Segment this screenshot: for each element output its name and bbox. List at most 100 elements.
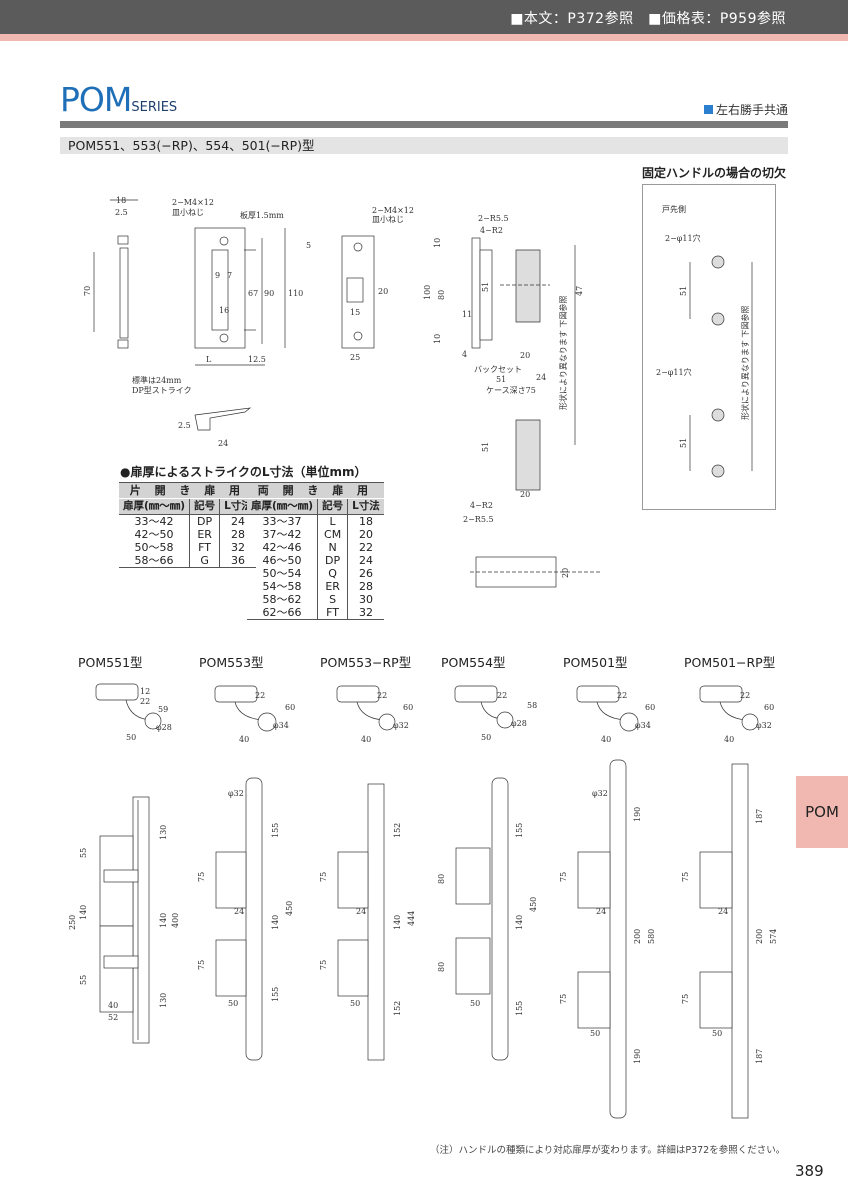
label-case-depth: ケース深さ75 bbox=[486, 386, 536, 395]
label-backset: バックセット bbox=[474, 365, 522, 374]
cell: 58〜62 bbox=[262, 593, 302, 606]
cell: 46〜50 bbox=[262, 554, 302, 567]
label-shape-note: 形状により異なります 下図参照 bbox=[558, 296, 568, 410]
page-references: ■本文：P372参照 ■価格表：P959参照 bbox=[510, 11, 786, 27]
model-label-501rp: POM501−RP型 bbox=[684, 655, 776, 670]
dim-553rp-75a: 75 bbox=[319, 872, 328, 882]
dim-501-190a: 190 bbox=[633, 807, 642, 822]
footnote: （注）ハンドルの種類により対応扉厚が変わります。詳細はP372を参照ください。 bbox=[430, 1145, 786, 1156]
dim-51b: 51 bbox=[496, 375, 506, 384]
cell: 32 bbox=[347, 606, 384, 620]
dim-551-130a: 130 bbox=[159, 825, 168, 840]
dim-501-50: 50 bbox=[590, 1029, 600, 1038]
model-label-553rp: POM553−RP型 bbox=[320, 655, 412, 670]
dim-501-580: 580 bbox=[647, 929, 656, 944]
dim-501rp-60: 60 bbox=[764, 703, 774, 712]
dim-10b: 10 bbox=[433, 334, 442, 344]
dim-551-250: 250 bbox=[68, 915, 77, 930]
dim-51-cut2: 51 bbox=[679, 438, 688, 448]
dim-9: 9 bbox=[215, 271, 220, 280]
dim-553-50: 50 bbox=[228, 999, 238, 1008]
handle-551: 55 250 140 55 40 52 130 140 400 130 bbox=[68, 796, 180, 1044]
col-thickness: 扉厚(㎜〜㎜) bbox=[119, 498, 190, 515]
dim-554-80b: 80 bbox=[437, 962, 446, 972]
dim-18: 18 bbox=[116, 196, 126, 205]
strike-table-title: ●扉厚によるストライクのL寸法（単位mm） bbox=[120, 465, 367, 479]
dim-501-60: 60 bbox=[645, 703, 655, 712]
dim-553-dia: φ34 bbox=[273, 721, 289, 730]
label-hole1: 2−φ11穴 bbox=[665, 233, 701, 243]
series-title: POMSERIES bbox=[60, 80, 177, 119]
series-title-sub: SERIES bbox=[131, 100, 178, 115]
dim-2-5b: 2.5 bbox=[178, 421, 191, 430]
cell: 33〜42 bbox=[134, 515, 174, 528]
cell: S bbox=[317, 593, 348, 606]
dim-553-155a: 155 bbox=[271, 823, 280, 838]
dim-551-12: 12 bbox=[140, 687, 150, 696]
dim-551-40: 40 bbox=[108, 1001, 118, 1010]
dim-551-130b: 130 bbox=[159, 993, 168, 1008]
col-L: L寸法 bbox=[347, 498, 384, 515]
dim-24: 24 bbox=[218, 439, 228, 448]
dim-554-80a: 80 bbox=[437, 874, 446, 884]
dim-501rp-187b: 187 bbox=[755, 1049, 764, 1064]
cell: L bbox=[317, 514, 348, 528]
single-door-header: 片 開 き 扉 用 bbox=[119, 482, 256, 499]
dim-553-155b: 155 bbox=[271, 987, 280, 1002]
cell: CM bbox=[317, 528, 348, 541]
cutout-drawing: 戸先側 2−φ11穴 51 2−φ11穴 51 形状により異なります 下図参照 bbox=[656, 204, 753, 478]
dim-551-50: 50 bbox=[126, 733, 136, 742]
label-r2: 4−R2 bbox=[480, 226, 503, 235]
dim-554-22: 22 bbox=[497, 691, 507, 700]
cell: 58〜66 bbox=[119, 554, 190, 568]
dim-501-75b: 75 bbox=[559, 994, 568, 1004]
series-title-main: POM bbox=[60, 80, 132, 119]
dim-20b: 20 bbox=[520, 490, 530, 499]
dim-51c: 51 bbox=[481, 442, 490, 452]
strike-front-view: 2−M4×12 皿小ねじ 板厚1.5mm 9 7 67 90 110 16 L … bbox=[132, 198, 303, 448]
cell: 30 bbox=[347, 593, 384, 606]
dim-554-140: 140 bbox=[515, 915, 524, 930]
dim-501-dia: φ34 bbox=[635, 721, 651, 730]
receiver-plate-view: 2−M4×12 皿小ねじ 5 20 15 25 bbox=[306, 206, 414, 362]
dim-551-140b: 140 bbox=[159, 913, 168, 928]
cell: 20 bbox=[347, 528, 384, 541]
cell: G bbox=[189, 554, 220, 568]
dim-553-24: 24 bbox=[234, 907, 244, 916]
dim-90: 90 bbox=[264, 289, 274, 298]
side-index-tab[interactable]: POM bbox=[796, 776, 848, 848]
dim-553-75a: 75 bbox=[197, 872, 206, 882]
dim-554-dia: φ28 bbox=[511, 719, 527, 728]
handle-554: 80 80 50 155 140 155 450 bbox=[437, 777, 538, 1061]
dim-501-dia32: φ32 bbox=[592, 789, 608, 798]
dim-51-cut1: 51 bbox=[679, 286, 688, 296]
cutout-title: 固定ハンドルの場合の切欠 bbox=[642, 166, 787, 180]
dim-554-50: 50 bbox=[470, 999, 480, 1008]
cell: 33〜37 bbox=[262, 515, 302, 528]
cell: 50〜58 bbox=[134, 541, 174, 554]
label-r2b: 4−R2 bbox=[470, 501, 493, 510]
dim-553rp-dia: φ32 bbox=[393, 721, 409, 730]
model-label-554: POM554型 bbox=[441, 655, 506, 670]
dim-553-dia32: φ32 bbox=[228, 789, 244, 798]
dim-20: 20 bbox=[378, 287, 388, 296]
dim-553rp-140: 140 bbox=[393, 915, 402, 930]
dim-553-60: 60 bbox=[285, 703, 295, 712]
dim-553-450: 450 bbox=[285, 901, 294, 916]
dim-553rp-22: 22 bbox=[377, 691, 387, 700]
dim-16: 16 bbox=[219, 306, 229, 315]
col-thickness: 扉厚(㎜〜㎜) bbox=[247, 498, 318, 515]
dim-501rp-50: 50 bbox=[712, 1029, 722, 1038]
handing-note-text: 左右勝手共通 bbox=[715, 103, 788, 117]
dim-501-200: 200 bbox=[633, 929, 642, 944]
cell: DP bbox=[317, 554, 348, 567]
title-rule bbox=[60, 121, 788, 128]
